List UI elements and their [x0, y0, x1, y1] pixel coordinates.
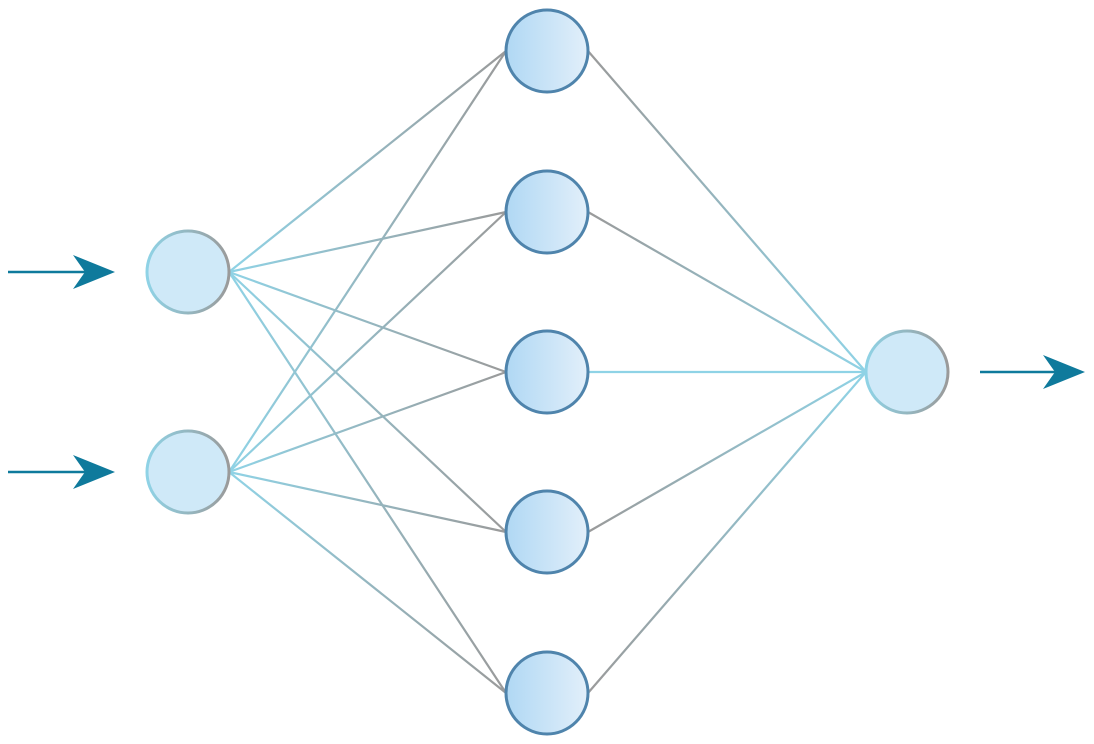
- edge-input-1-to-hidden-3: [228, 270, 507, 374]
- edge-input-2-to-hidden-5: [228, 471, 507, 694]
- hidden-neuron-2: [504, 169, 590, 255]
- edge-hidden-4-to-output-1: [587, 371, 867, 533]
- input-neuron-1: [145, 229, 231, 315]
- edge-input-1-to-hidden-5: [228, 271, 507, 694]
- edge-input-2-to-hidden-3: [228, 370, 507, 474]
- edge-input-1-to-hidden-4: [228, 271, 507, 533]
- output-arrow-1: [980, 355, 1085, 389]
- edge-input-2-to-hidden-2: [228, 211, 507, 473]
- input-arrow-2-head: [73, 455, 115, 489]
- edge-hidden-5-to-output-1: [587, 371, 867, 694]
- hidden-neuron-1: [504, 8, 590, 94]
- edge-input-1-to-hidden-1: [228, 50, 507, 273]
- edge-input-2-to-hidden-1: [228, 50, 507, 473]
- edge-input-1-to-hidden-2: [228, 210, 507, 274]
- io-arrows: [8, 255, 1085, 489]
- edge-hidden-2-to-output-1: [587, 211, 867, 373]
- input-neuron-2: [145, 429, 231, 515]
- hidden-neuron-5: [504, 650, 590, 736]
- neurons: [145, 8, 950, 736]
- hidden-neuron-4: [504, 489, 590, 575]
- input-arrow-1-head: [73, 255, 115, 289]
- output-arrow-1-head: [1043, 355, 1085, 389]
- output-neuron-1: [864, 329, 950, 415]
- connections: [228, 50, 867, 694]
- edge-hidden-1-to-output-1: [587, 50, 867, 373]
- edge-input-2-to-hidden-4: [228, 470, 507, 534]
- input-arrow-1: [8, 255, 115, 289]
- input-arrow-2: [8, 455, 115, 489]
- hidden-neuron-3: [504, 329, 590, 415]
